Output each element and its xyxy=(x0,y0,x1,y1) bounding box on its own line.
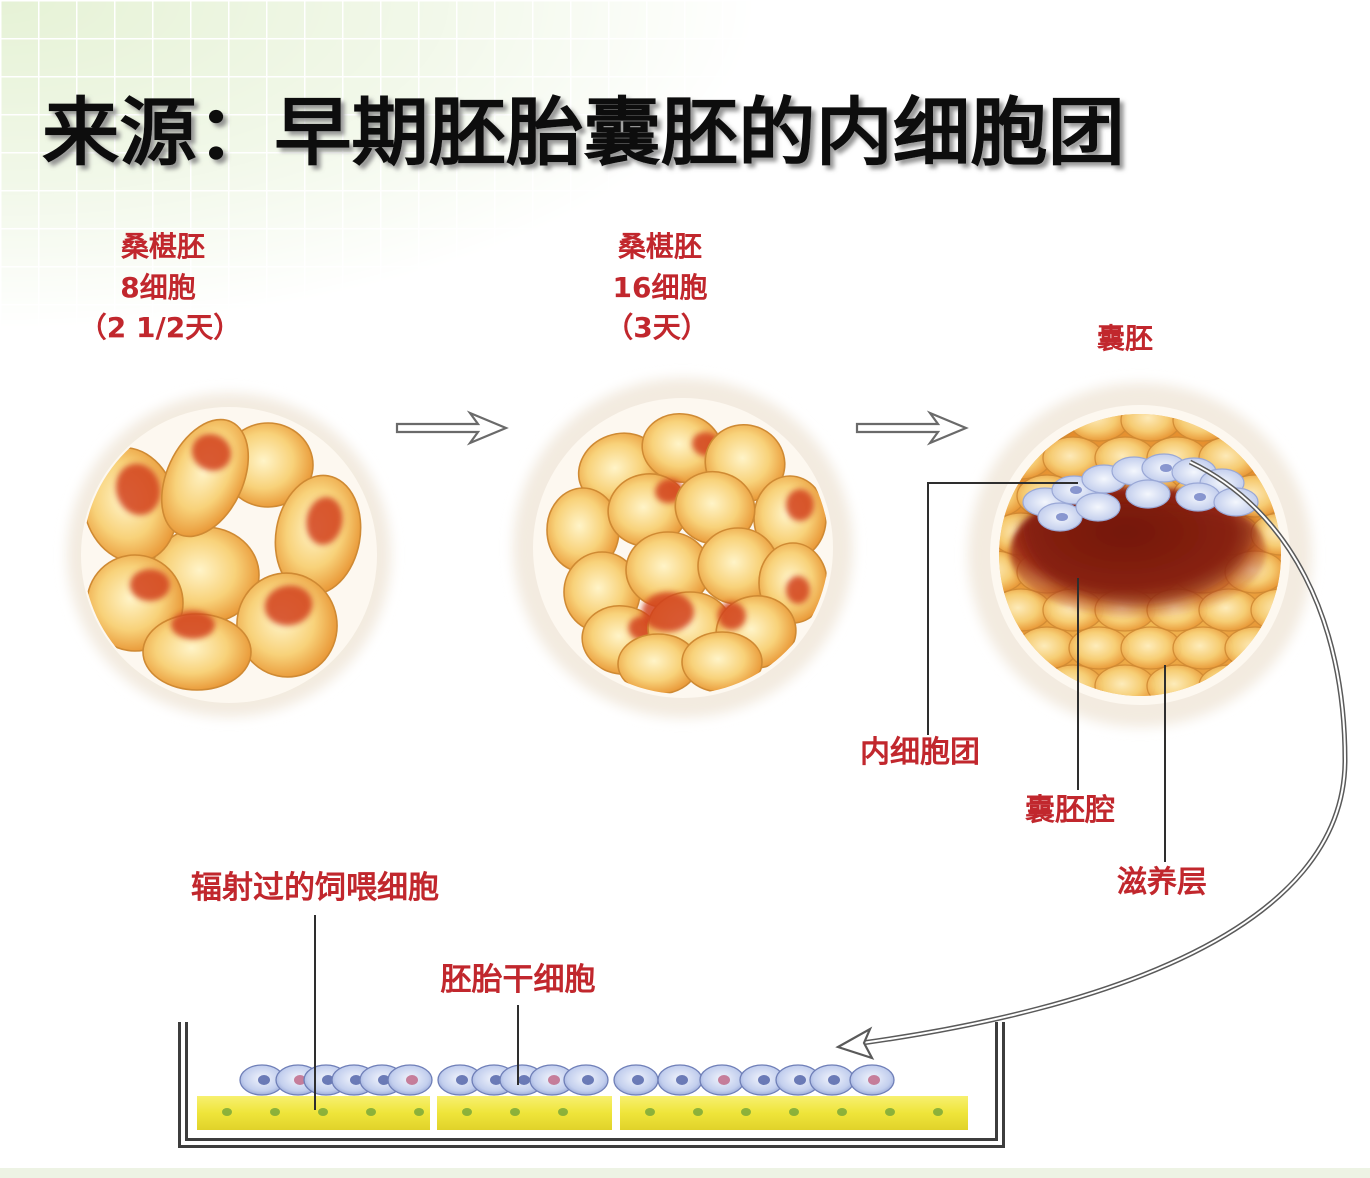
blastocyst xyxy=(968,383,1312,727)
feeder-cell-nucleus xyxy=(885,1108,895,1116)
stage-2-cells: 16细胞 xyxy=(613,271,708,304)
blastomeres xyxy=(83,418,362,691)
label-trophoblast: 滋养层 xyxy=(1117,865,1207,900)
cell-nucleus xyxy=(115,463,161,516)
stem-cell-nucleus xyxy=(548,1075,560,1085)
feeder-cell-nucleus xyxy=(510,1108,520,1116)
cell-nucleus xyxy=(191,433,232,471)
inner-cell-mass-nucleus xyxy=(1160,464,1172,472)
feeder-cell-nucleus xyxy=(462,1108,472,1116)
stem-cell-nucleus xyxy=(378,1075,390,1085)
stage-3-name: 囊胚 xyxy=(1097,322,1153,355)
curved-arrow-icon xyxy=(835,459,1348,1060)
cell-nucleus xyxy=(786,489,814,521)
blastocyst-body xyxy=(999,414,1281,696)
cell-nucleus xyxy=(130,569,170,601)
cell-nucleus xyxy=(264,585,313,626)
feeder-cell-nucleus xyxy=(741,1108,751,1116)
label-inner-cell-mass: 内细胞团 xyxy=(860,735,980,770)
inner-cell-mass-cell xyxy=(1075,492,1121,522)
morula-8-cell xyxy=(67,393,391,717)
stage-1-name: 桑椹胚 xyxy=(121,230,205,263)
stage-1-cells: 8细胞 xyxy=(120,271,195,304)
feeder-cell-nucleus xyxy=(558,1108,568,1116)
stage-2-label: 桑椹胚 16细胞 （3天） xyxy=(605,230,708,344)
feeder-cell-nucleus xyxy=(366,1108,376,1116)
cell-nucleus xyxy=(717,601,746,630)
stem-cell-nucleus xyxy=(632,1075,644,1085)
dish-wall-core xyxy=(181,1022,1002,1145)
inner-cell-mass-nucleus xyxy=(1070,486,1082,494)
stem-cell-nucleus xyxy=(490,1075,502,1085)
stem-cell-nucleus xyxy=(718,1075,730,1085)
bottom-strip xyxy=(0,1168,1370,1178)
stem-cell-nucleus xyxy=(868,1075,880,1085)
feeder-cell-nucleus xyxy=(645,1108,655,1116)
label-stem-cells: 胚胎干细胞 xyxy=(441,962,596,998)
label-blastocoel: 囊胚腔 xyxy=(1025,793,1115,828)
stem-cell-layer xyxy=(239,1064,895,1096)
stem-cell-nucleus xyxy=(406,1075,418,1085)
inner-cell-mass-nucleus xyxy=(1194,493,1206,501)
feeder-cell-nucleus xyxy=(789,1108,799,1116)
stem-cell-nucleus xyxy=(758,1075,770,1085)
feeder-cell-nucleus xyxy=(414,1108,424,1116)
stem-cell-nucleus xyxy=(322,1075,334,1085)
stem-cell-nucleus xyxy=(294,1075,306,1085)
page-title: 来源：早期胚胎囊胚的内细胞团 xyxy=(42,90,1125,176)
feeder-cell-band xyxy=(197,1096,430,1130)
cell-group xyxy=(236,572,338,678)
stage-2-age: （3天） xyxy=(605,311,708,344)
label-feeder-cells: 辐射过的饲喂细胞 xyxy=(191,870,439,906)
arrow-right-icon xyxy=(855,410,969,446)
cell-nucleus xyxy=(306,497,343,545)
stem-cell-nucleus xyxy=(456,1075,468,1085)
culture-dish xyxy=(178,1022,1005,1148)
feeder-cell-nucleus xyxy=(933,1108,943,1116)
feeder-cell-nucleus xyxy=(693,1108,703,1116)
feeder-cell-nucleus xyxy=(270,1108,280,1116)
stem-cell-nucleus xyxy=(350,1075,362,1085)
morula-16-cell xyxy=(513,378,853,718)
trophoblast-cell xyxy=(1120,626,1182,670)
feeder-cell-layer xyxy=(197,1096,968,1130)
stage-2-name: 桑椹胚 xyxy=(618,230,702,263)
cell-group xyxy=(142,611,252,691)
leader-inner-cell-mass xyxy=(927,482,1078,735)
cell-nucleus xyxy=(171,611,215,639)
stem-cell-nucleus xyxy=(828,1075,840,1085)
inner-cell-mass-nucleus xyxy=(1056,513,1068,521)
stage-1-label: 桑椹胚 8细胞 （2 1/2天） xyxy=(79,230,241,344)
feeder-cell-nucleus xyxy=(222,1108,232,1116)
feeder-cell-nucleus xyxy=(837,1108,847,1116)
cell-group xyxy=(83,446,178,564)
curved-arrow-core xyxy=(861,461,1347,1044)
stem-cell-nucleus xyxy=(794,1075,806,1085)
cell-nucleus xyxy=(642,592,694,632)
arrow-right-icon xyxy=(395,410,509,446)
trophoblast-cell xyxy=(1172,626,1234,670)
feeder-cell-nucleus xyxy=(318,1108,328,1116)
curved-arrow-head xyxy=(835,1026,875,1060)
stem-cell-nucleus xyxy=(258,1075,270,1085)
stage-1-age: （2 1/2天） xyxy=(79,311,241,344)
inner-cell-mass-cell xyxy=(1125,479,1171,509)
cell-nucleus xyxy=(786,576,810,604)
stem-cell-nucleus xyxy=(676,1075,688,1085)
cell-group xyxy=(160,418,250,538)
stem-cell-nucleus xyxy=(518,1075,530,1085)
stem-cell-nucleus xyxy=(582,1075,594,1085)
blastocoel-shadow xyxy=(1022,503,1255,605)
